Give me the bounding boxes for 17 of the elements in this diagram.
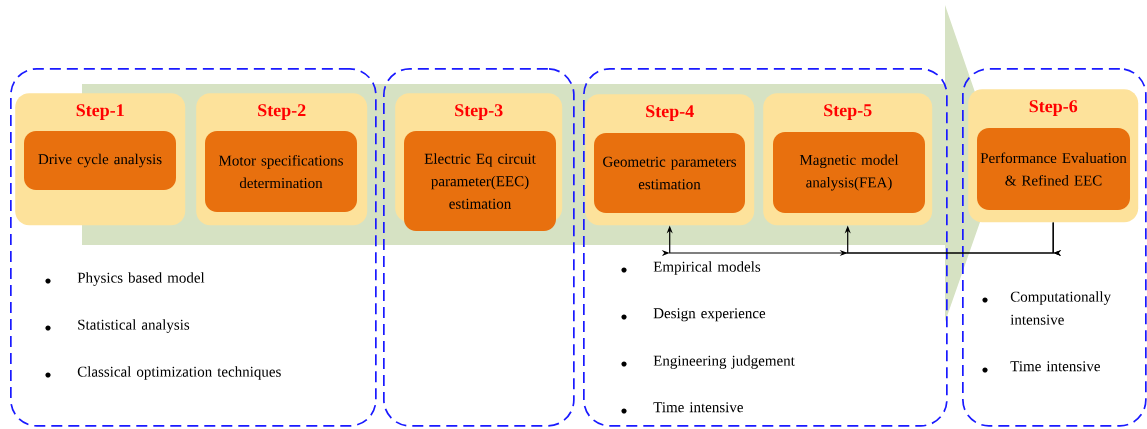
process-box: Performance Evaluation & Refined EEC bbox=[977, 128, 1130, 210]
bullet-text: Time intensive bbox=[653, 402, 743, 413]
bullet-text: Statistical analysis bbox=[78, 319, 190, 333]
bullet-text: Time intensive bbox=[1010, 361, 1100, 372]
bullet-text: Classical optimization techniques bbox=[77, 366, 281, 380]
bullet-text: Computationally intensive bbox=[1010, 291, 1111, 325]
process-box: Magnetic model analysis(FEA) bbox=[773, 132, 925, 213]
bullet-text: Physics based model bbox=[77, 272, 205, 286]
process-box: Electric Eq circuit parameter(EEC) estimation bbox=[404, 131, 556, 231]
bullet-text: Engineering judgement bbox=[653, 355, 795, 369]
arrow bbox=[839, 221, 1062, 257]
dashed-group-box bbox=[383, 68, 575, 427]
bullet-text: Empirical models bbox=[653, 261, 761, 275]
process-box: Geometric parameters estimation bbox=[594, 133, 745, 213]
bullet-text: Design experience bbox=[653, 308, 766, 322]
process-box: Drive cycle analysis bbox=[24, 131, 176, 190]
process-box: Motor specifications determination bbox=[205, 131, 357, 212]
